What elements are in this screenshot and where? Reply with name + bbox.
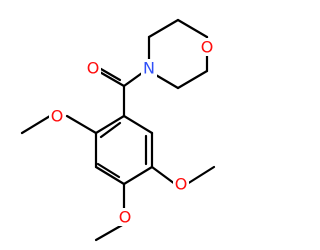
atom-label-nitrogen: N: [143, 59, 155, 78]
atom-label-background: [173, 175, 189, 193]
bond-line: [20, 114, 52, 135]
bonds-layer: [20, 18, 216, 242]
bond-line: [65, 114, 98, 135]
bond-line: [122, 114, 154, 135]
bond-line: [94, 222, 126, 242]
bond-line: [96, 69, 126, 88]
atom-label-background: [117, 208, 133, 226]
molecule-svg: O N O O O O: [20, 18, 216, 242]
atom-label-background: [199, 38, 215, 56]
bond-line: [94, 114, 126, 135]
bond-line: [96, 162, 121, 179]
bond-line: [150, 165, 177, 186]
atom-label-oxygen: O: [119, 208, 132, 227]
bond-line: [99, 121, 122, 139]
atom-label-oxygen: O: [51, 107, 64, 126]
bond-line: [147, 18, 180, 39]
bond-line: [176, 18, 209, 39]
bond-line: [185, 165, 216, 186]
bond-line: [122, 165, 154, 186]
bond-line: [94, 165, 126, 186]
atom-label-background: [141, 59, 157, 77]
atom-label-background: [49, 107, 65, 125]
bond-line: [176, 69, 209, 90]
atom-label-background: [85, 59, 101, 77]
atom-label-oxygen: O: [201, 38, 214, 57]
atom-labels-layer: O N O O O O: [49, 38, 215, 227]
structure-diagram: O N O O O O: [20, 18, 216, 242]
atom-label-oxygen: O: [87, 59, 100, 78]
atom-label-oxygen: O: [175, 175, 188, 194]
